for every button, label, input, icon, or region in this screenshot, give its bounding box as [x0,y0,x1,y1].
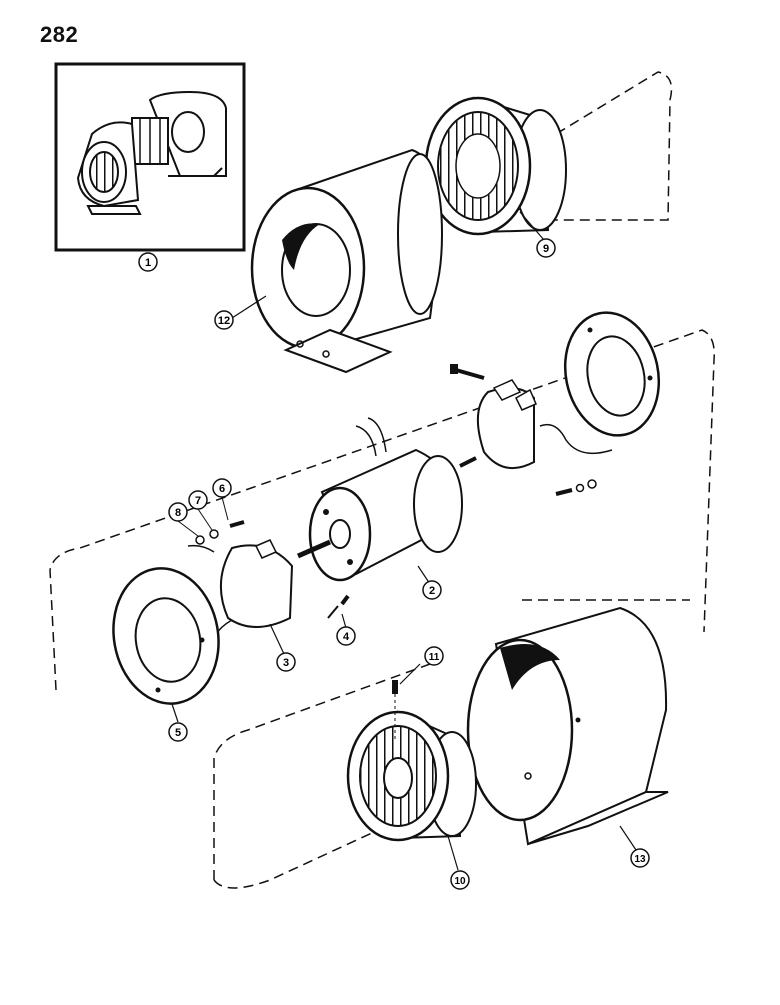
inset-assembly [54,62,246,252]
blower-motor [296,417,477,582]
callout-2 [422,580,442,600]
mounting-flange-right [563,311,661,437]
callout-10-label: 10 [454,876,466,887]
screw-upper [450,364,485,380]
callout-11 [424,646,444,666]
callout-4 [336,626,356,646]
callout-9 [536,238,556,258]
callout-7-label: 7 [195,495,201,507]
mounting-strap-left [187,539,294,649]
callout-3-label: 3 [283,657,289,669]
mounting-flange-left [112,567,220,705]
blower-housing-lower [466,606,669,846]
mounting-strap-right [476,379,613,470]
callout-6-label: 6 [219,483,225,495]
callout-12 [214,310,234,330]
screw-motor [327,594,350,619]
screw-nut-washer-set [195,520,245,545]
callout-9-label: 9 [543,243,549,255]
setscrew [392,680,398,740]
callout-2-label: 2 [429,585,435,597]
blower-housing-upper [250,148,443,374]
callout-12-label: 12 [218,315,230,327]
callout-5 [168,722,188,742]
blower-wheel-upper [424,96,567,236]
callout-13-label: 13 [634,854,646,865]
callout-1-label: 1 [145,257,151,269]
callout-13 [630,848,650,868]
callout-5-label: 5 [175,727,181,739]
upper-group-boundary [282,71,673,301]
callout-3 [276,652,296,672]
callout-10 [450,870,470,890]
callout-11-label: 11 [429,652,440,663]
middle-group-boundary [49,329,715,691]
page-number: 282 [40,22,79,47]
screw-right-hardware [555,479,597,496]
callout-1 [138,252,158,272]
blower-wheel-lower [346,710,477,842]
callout-4-label: 4 [343,631,350,643]
callout-8-label: 8 [175,507,181,519]
lower-group-boundary [213,599,690,880]
